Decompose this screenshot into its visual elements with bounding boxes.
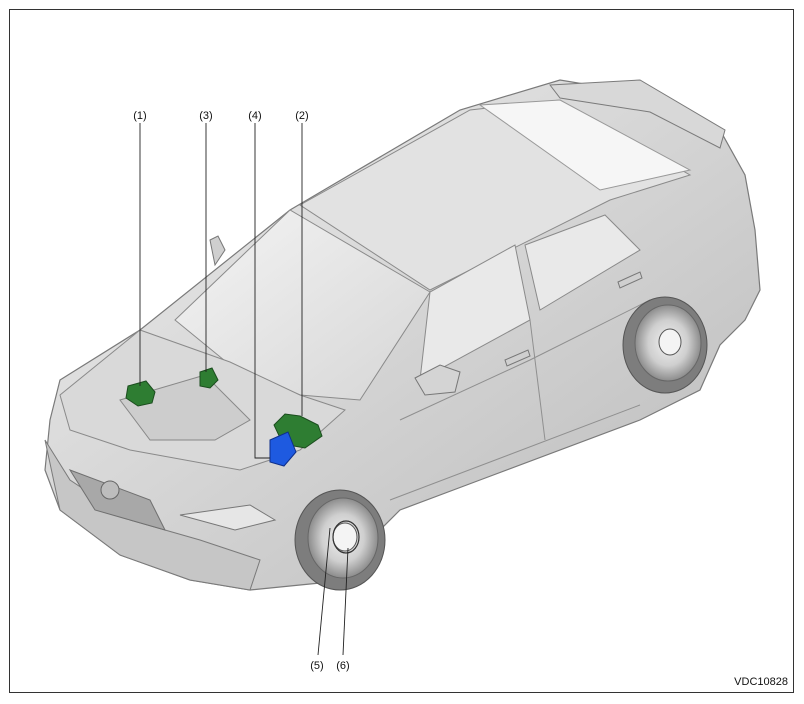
- rear-spoiler: [549, 79, 726, 149]
- front-grille: [68, 469, 166, 531]
- front-wheel: [294, 489, 386, 591]
- left-mirror: [209, 235, 226, 267]
- rear-side-window: [524, 214, 641, 311]
- callout-1: (1): [133, 110, 146, 122]
- rear-window: [478, 99, 692, 191]
- callout-4: (4): [248, 110, 261, 122]
- callout-3: (3): [199, 110, 212, 122]
- component-5-6: [332, 520, 360, 554]
- rear-door-handle: [617, 271, 643, 289]
- headlight: [179, 504, 277, 531]
- figure-code: VDC10828: [734, 676, 788, 688]
- front-door-handle: [504, 349, 531, 367]
- emblem: [100, 480, 120, 500]
- callout-6: (6): [336, 660, 349, 672]
- component-3: [199, 367, 219, 389]
- side-mirror: [414, 364, 461, 396]
- callout-2: (2): [295, 110, 308, 122]
- rear-wheel: [622, 296, 708, 394]
- component-1: [125, 380, 156, 407]
- door-line: [389, 299, 651, 501]
- leader-lines: [139, 123, 349, 656]
- callout-5: (5): [310, 660, 323, 672]
